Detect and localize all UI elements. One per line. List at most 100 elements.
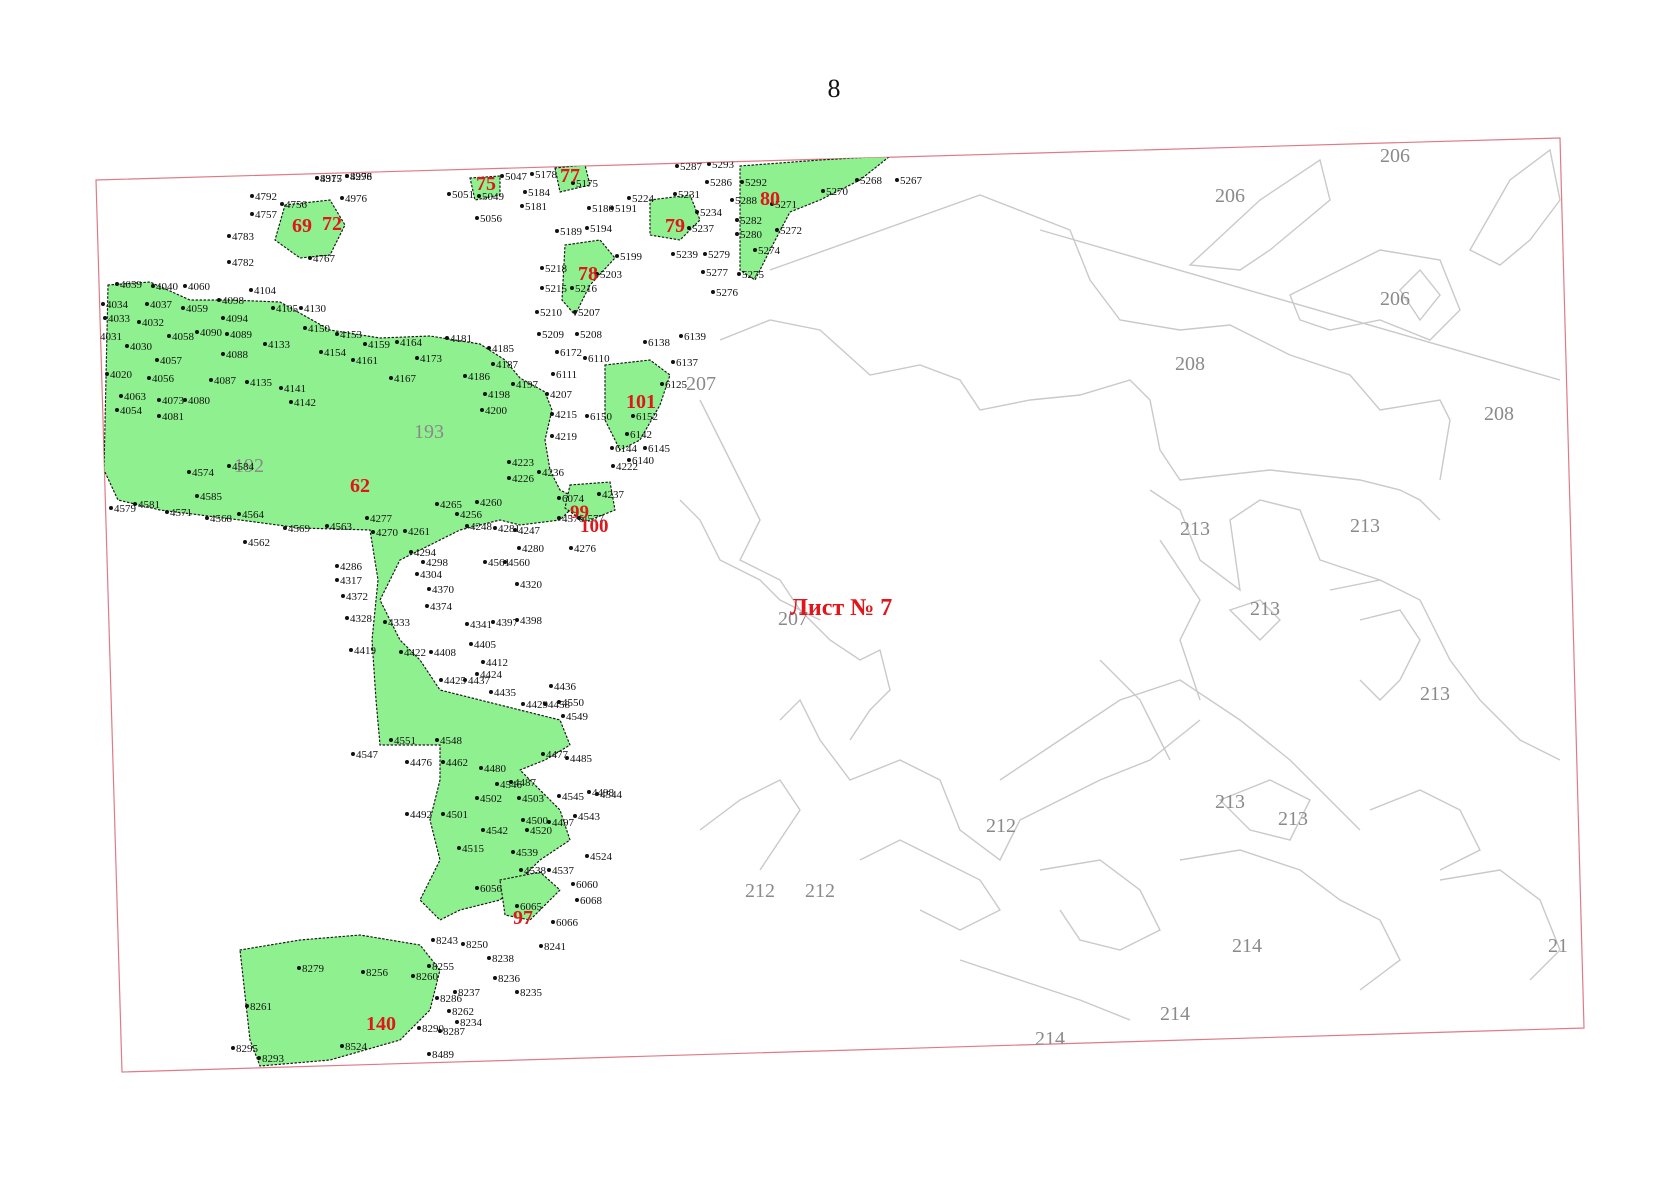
point-label: 8250: [466, 939, 489, 951]
point-label: 4547: [356, 749, 379, 761]
survey-point: [475, 886, 479, 890]
survey-point: [441, 812, 445, 816]
survey-point: [515, 618, 519, 622]
point-label: 5209: [542, 329, 565, 341]
survey-point: [455, 1020, 459, 1024]
survey-point: [551, 920, 555, 924]
point-label: 4104: [254, 285, 277, 297]
survey-point: [209, 378, 213, 382]
point-label: 4280: [522, 543, 545, 555]
survey-point: [195, 494, 199, 498]
point-label: 4422: [404, 647, 426, 659]
point-label: 5237: [692, 223, 715, 235]
survey-point: [280, 202, 284, 206]
survey-point: [735, 232, 739, 236]
point-label: 4281: [498, 523, 520, 535]
survey-point: [395, 340, 399, 344]
survey-point: [551, 372, 555, 376]
point-label: 4485: [570, 753, 593, 765]
point-label: 5239: [676, 249, 699, 261]
point-label: 6172: [560, 347, 582, 359]
survey-point: [550, 412, 554, 416]
point-label: 4408: [434, 647, 457, 659]
point-label: 4372: [346, 591, 368, 603]
survey-point: [345, 174, 349, 178]
survey-point: [125, 344, 129, 348]
zone-labels: 75 77 80 69 72 79 78 101 62 99 100 97 14…: [292, 165, 780, 1035]
point-label: 4020: [110, 369, 133, 381]
point-label: 5216: [575, 283, 598, 295]
point-label: 8235: [520, 987, 543, 999]
svg-text:212: 212: [986, 815, 1016, 837]
survey-point: [335, 332, 339, 336]
point-label: 5047: [505, 171, 528, 183]
survey-point: [525, 828, 529, 832]
survey-point: [520, 204, 524, 208]
survey-point: [427, 1052, 431, 1056]
survey-point: [711, 290, 715, 294]
point-label: 5286: [710, 177, 733, 189]
survey-point: [557, 794, 561, 798]
point-label: 4564: [242, 509, 265, 521]
point-label: 4200: [485, 405, 508, 417]
point-label: 5178: [535, 169, 558, 181]
survey-point: [187, 470, 191, 474]
point-label: 4561: [488, 557, 510, 569]
survey-point: [438, 1029, 442, 1033]
survey-point: [155, 358, 159, 362]
survey-point: [477, 194, 481, 198]
point-label: 4425: [444, 675, 467, 687]
point-label: 4219: [555, 431, 578, 443]
survey-point: [775, 228, 779, 232]
svg-text:214: 214: [1035, 1028, 1065, 1050]
point-label: 8237: [458, 987, 481, 999]
survey-point: [145, 302, 149, 306]
svg-text:207: 207: [686, 373, 716, 395]
survey-point: [627, 196, 631, 200]
point-label: 4150: [308, 323, 331, 335]
point-label: 4135: [250, 377, 273, 389]
survey-point: [325, 524, 329, 528]
survey-point: [631, 414, 635, 418]
point-label: 4153: [340, 329, 363, 341]
point-label: 4080: [188, 395, 211, 407]
point-label: 6142: [630, 429, 652, 441]
point-label: 4458: [548, 699, 571, 711]
survey-point: [341, 594, 345, 598]
survey-point: [660, 382, 664, 386]
point-label: 4198: [488, 389, 511, 401]
survey-point: [427, 587, 431, 591]
survey-point: [481, 660, 485, 664]
zone-label: 99: [570, 502, 589, 523]
point-label: 4058: [172, 331, 195, 343]
point-label: 4031: [100, 331, 122, 343]
zone-label: 79: [665, 215, 685, 237]
survey-point: [227, 234, 231, 238]
point-label: 6140: [632, 455, 655, 467]
survey-point: [489, 690, 493, 694]
point-label: 4277: [370, 513, 393, 525]
point-label: 8290: [422, 1023, 445, 1035]
survey-point: [469, 642, 473, 646]
point-label: 5272: [780, 225, 802, 237]
point-label: 4247: [518, 525, 541, 537]
survey-point: [299, 306, 303, 310]
point-label: 4568: [210, 513, 233, 525]
point-label: 4549: [566, 711, 589, 723]
point-label: 4034: [106, 299, 129, 311]
point-label: 4090: [200, 327, 223, 339]
point-label: 8489: [432, 1049, 455, 1061]
point-label: 4130: [304, 303, 327, 315]
svg-text:213: 213: [1350, 515, 1380, 537]
survey-point: [585, 226, 589, 230]
survey-point: [610, 446, 614, 450]
survey-point: [297, 966, 301, 970]
survey-point: [491, 362, 495, 366]
survey-point: [427, 964, 431, 968]
point-label: 8234: [460, 1017, 483, 1029]
point-label: 6139: [684, 331, 707, 343]
point-label: 4397: [496, 617, 519, 629]
point-label: 5180: [592, 203, 615, 215]
point-label: 4141: [284, 383, 306, 395]
survey-point: [519, 868, 523, 872]
